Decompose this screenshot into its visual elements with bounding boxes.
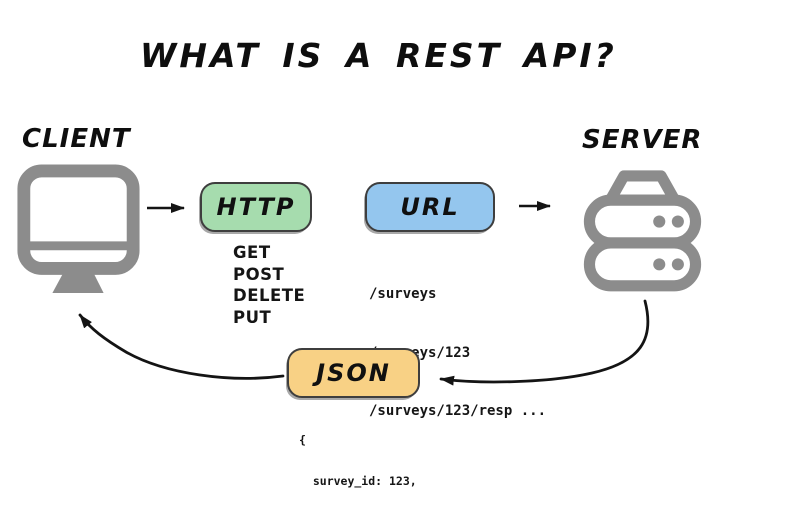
http-box: HTTP — [200, 182, 312, 232]
json-label: JSON — [316, 359, 391, 387]
url-label: URL — [400, 193, 460, 221]
server-stack-icon — [582, 158, 703, 300]
page-title: WHAT IS A REST API? — [140, 36, 617, 75]
url-path-item: /surveys — [369, 286, 437, 302]
http-label: HTTP — [216, 193, 296, 221]
server-label: SERVER — [582, 125, 703, 155]
monitor-icon — [14, 162, 142, 302]
http-methods-list: GET POST DELETE PUT — [233, 242, 305, 328]
url-box: URL — [365, 182, 495, 232]
json-code-line: survey_id: 123, — [299, 473, 417, 488]
http-method-item: DELETE — [233, 286, 306, 305]
json-code-line: { — [299, 432, 306, 447]
client-label: CLIENT — [22, 124, 131, 154]
http-method-item: PUT — [233, 307, 272, 327]
http-method-item: POST — [233, 264, 285, 284]
json-box: JSON — [287, 348, 420, 398]
url-path-item: /surveys/123/resp ... — [369, 403, 547, 419]
json-code-block: { survey_id: 123, score: 9, message: "am… — [299, 406, 465, 505]
http-method-item: GET — [233, 243, 271, 262]
